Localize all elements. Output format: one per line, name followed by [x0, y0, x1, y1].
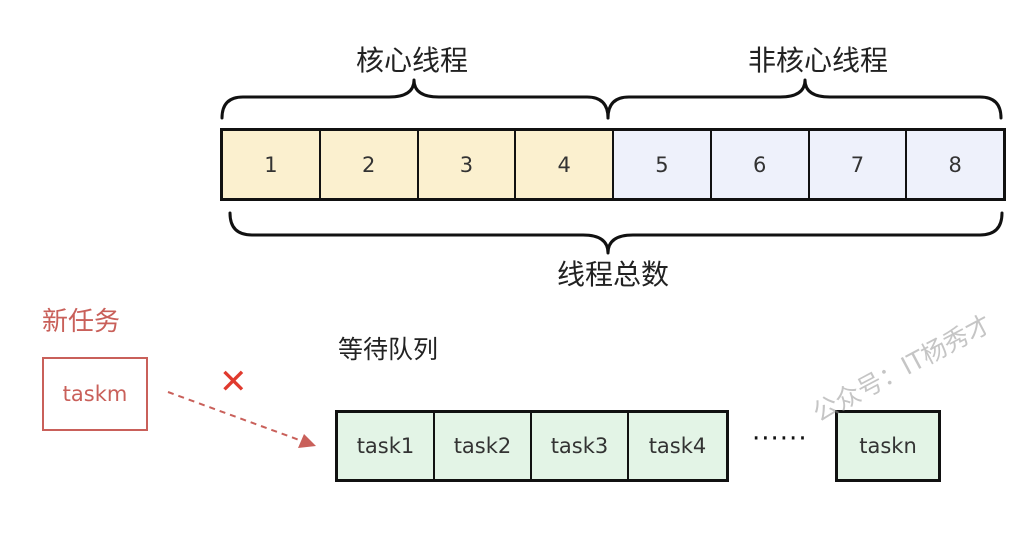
thread-cell: 5 [614, 131, 712, 198]
new-task-box: taskm [42, 357, 148, 431]
thread-cell: 3 [418, 131, 517, 198]
non-core-threads-brace [606, 78, 1003, 120]
queue-last-task-cell: taskn [835, 410, 941, 482]
queue-ellipsis: ······ [752, 424, 808, 454]
queue-task-cell: task2 [435, 413, 532, 479]
new-task-title: 新任务 [42, 307, 121, 337]
non-core-threads-label: 非核心线程 [748, 44, 889, 77]
reject-icon: ✕ [219, 362, 248, 402]
thread-cell: 8 [907, 131, 1003, 198]
thread-cell: 2 [320, 131, 419, 198]
queue-task-cell: task4 [629, 413, 726, 479]
core-threads-brace [220, 78, 610, 120]
wait-queue-row: task1 task2 task3 task4 [335, 410, 729, 482]
submit-arrow-head [298, 434, 316, 448]
thread-cell: 6 [711, 131, 810, 198]
thread-cell: 7 [809, 131, 908, 198]
total-threads-label: 线程总数 [557, 258, 670, 291]
core-threads-label: 核心线程 [356, 44, 469, 77]
thread-cell: 1 [223, 131, 321, 198]
thread-cell: 4 [516, 131, 614, 198]
queue-task-cell: task1 [338, 413, 435, 479]
total-threads-brace [228, 211, 1004, 255]
wait-queue-label: 等待队列 [338, 335, 439, 364]
thread-pool-row: 1 2 3 4 5 6 7 8 [220, 128, 1006, 201]
queue-task-cell: task3 [532, 413, 629, 479]
